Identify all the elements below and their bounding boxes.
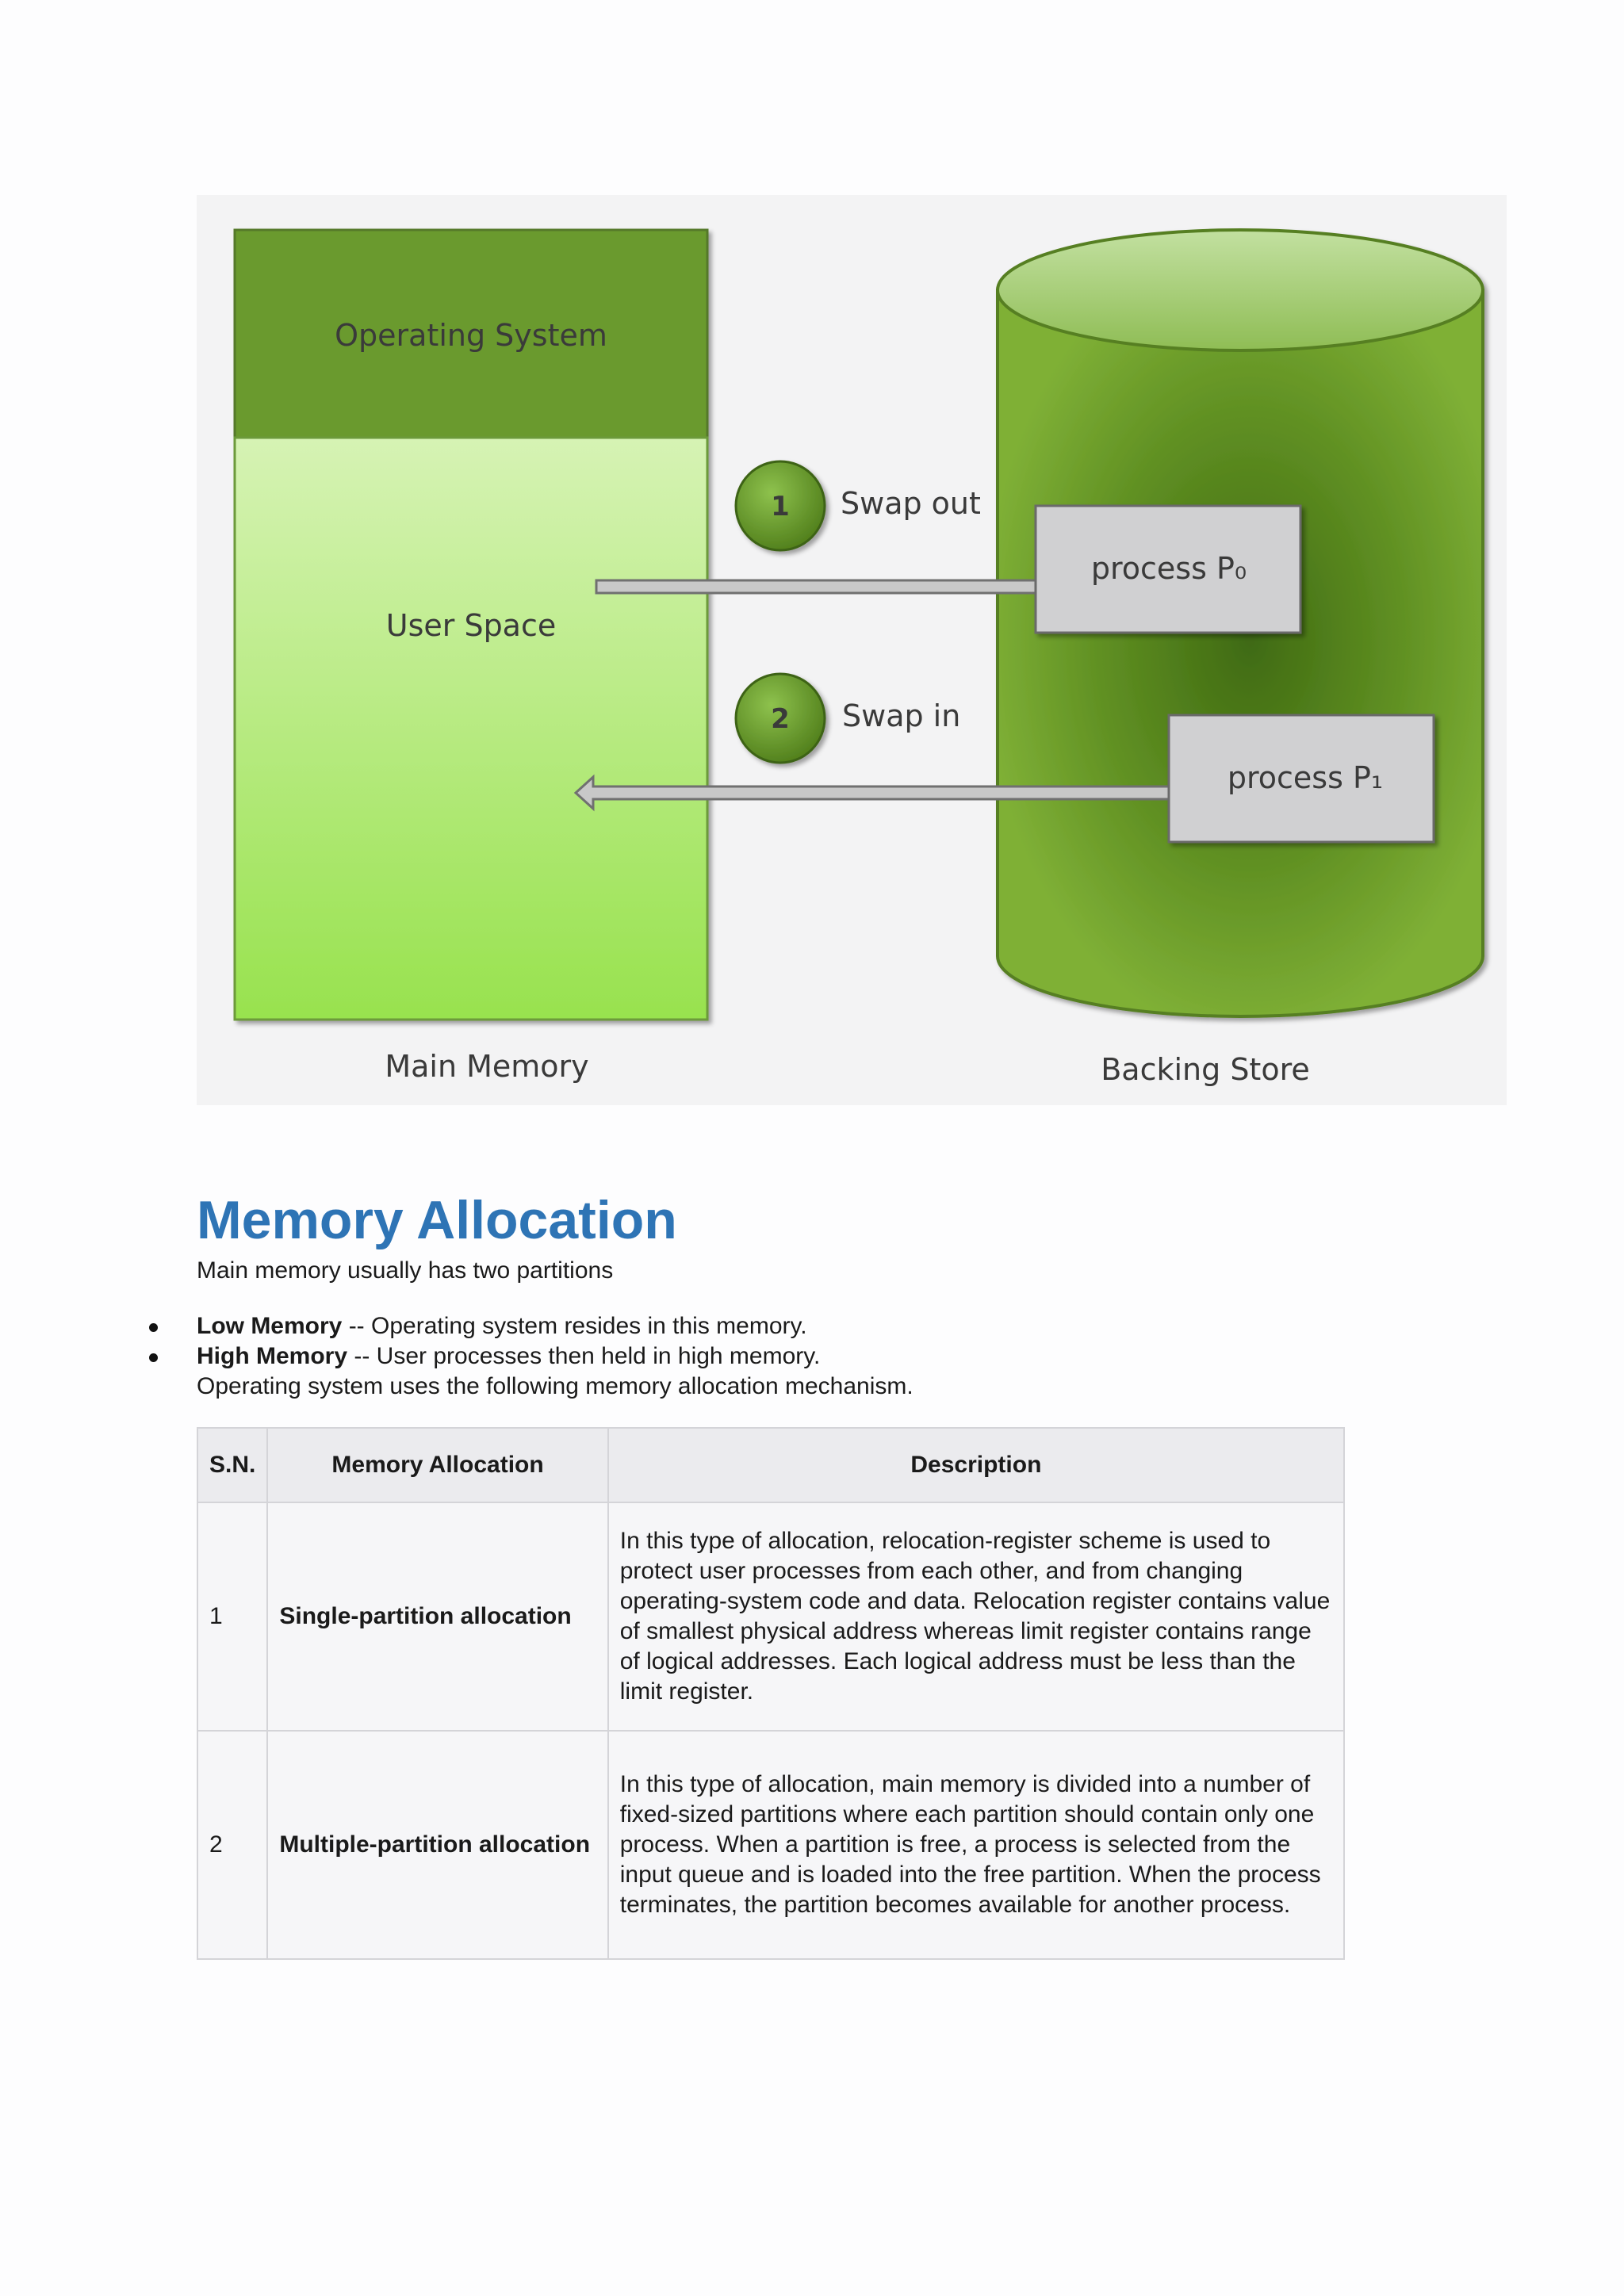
list-item: High Memory -- User processes then held … (149, 1341, 821, 1372)
main-memory-block (233, 228, 709, 1021)
cell-sn: 1 (196, 1502, 269, 1732)
swapping-diagram: Operating System User Space process P₀ (197, 195, 1507, 1105)
cell-description: In this type of allocation, main memory … (607, 1730, 1346, 1960)
user-space-label: User Space (386, 608, 557, 643)
list-item-text: -- Operating system resides in this memo… (342, 1313, 807, 1339)
step-1-number: 1 (771, 491, 790, 522)
step-2-number: 2 (771, 703, 790, 735)
header-description: Description (607, 1427, 1346, 1503)
cell-allocation-name: Single-partition allocation (266, 1502, 609, 1732)
step-2-circle (734, 672, 826, 764)
memory-allocation-table: S.N. Memory Allocation Description 1 Sin… (196, 1427, 1346, 1960)
cell-description: In this type of allocation, relocation-r… (607, 1502, 1346, 1732)
cell-allocation-name: Multiple-partition allocation (266, 1730, 609, 1960)
mechanism-text: Operating system uses the following memo… (197, 1373, 914, 1399)
process-p1-label: process P₁ (1228, 760, 1383, 795)
list-item-term: Low Memory (197, 1313, 343, 1339)
table-row: 2 Multiple-partition allocation In this … (196, 1730, 1346, 1960)
os-label: Operating System (335, 318, 607, 353)
swap-in-label: Swap in (842, 698, 960, 733)
list-item: Low Memory -- Operating system resides i… (149, 1311, 820, 1341)
process-p1-box (1167, 714, 1435, 844)
section-title: Memory Allocation (197, 1190, 677, 1250)
table-header-row: S.N. Memory Allocation Description (196, 1427, 1346, 1503)
step-1-circle (734, 460, 826, 552)
list-item-text: -- User processes then held in high memo… (347, 1343, 821, 1369)
header-sn: S.N. (196, 1427, 269, 1503)
process-p0-box (1034, 504, 1302, 634)
swap-in-arrow (573, 774, 1215, 812)
cell-sn: 2 (196, 1730, 269, 1960)
list-item-term: High Memory (197, 1343, 348, 1369)
table-row: 1 Single-partition allocation In this ty… (196, 1502, 1346, 1732)
intro-text: Main memory usually has two partitions (197, 1257, 614, 1284)
backing-store-label: Backing Store (1101, 1052, 1310, 1087)
main-memory-label: Main Memory (385, 1049, 588, 1084)
swapping-diagram-svg: Operating System User Space process P₀ (233, 228, 1484, 1087)
header-memory-allocation: Memory Allocation (266, 1427, 609, 1503)
process-p0-label: process P₀ (1091, 551, 1247, 586)
partition-list: Low Memory -- Operating system resides i… (149, 1311, 821, 1372)
bullet-icon (149, 1353, 158, 1362)
swap-out-label: Swap out (841, 486, 981, 521)
bullet-icon (149, 1323, 158, 1332)
